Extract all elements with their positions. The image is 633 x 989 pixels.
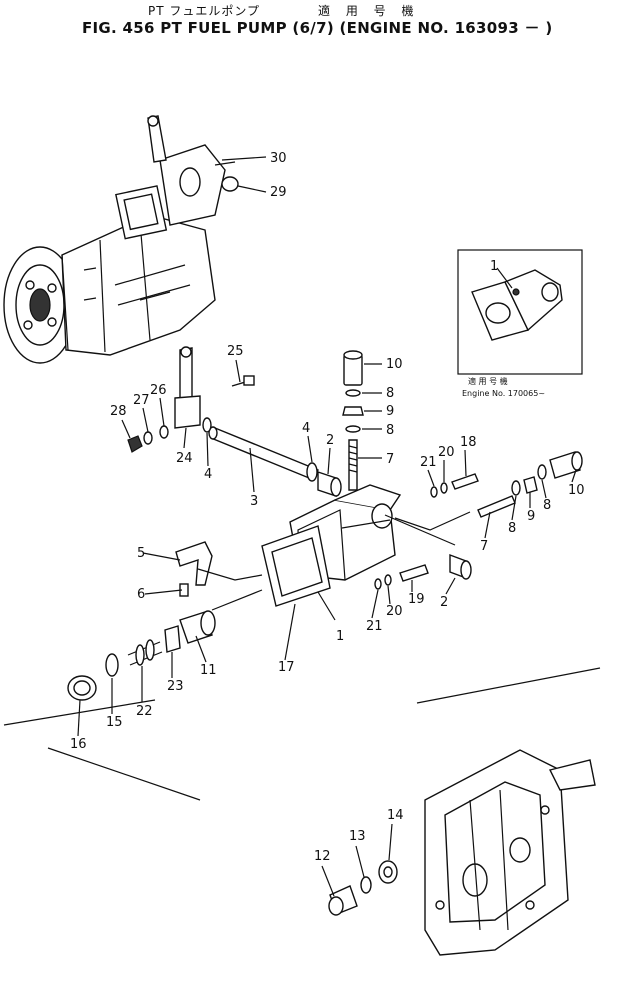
callout-7-right: 7 — [480, 539, 488, 554]
callout-21-top: 21 — [420, 455, 437, 470]
callout-11: 11 — [200, 663, 217, 678]
callout-19: 19 — [408, 592, 425, 607]
callout-22: 22 — [136, 704, 153, 719]
callout-12: 12 — [314, 849, 331, 864]
callout-14: 14 — [387, 808, 404, 823]
callout-27: 27 — [133, 393, 150, 408]
callout-20-top: 20 — [438, 445, 455, 460]
callout-16: 16 — [70, 737, 87, 752]
callout-7-top: 7 — [386, 452, 394, 467]
callout-4-right: 4 — [302, 421, 310, 436]
figure-title: FIG. 456 PT FUEL PUMP (6/7) (ENGINE NO. … — [82, 19, 553, 37]
inset-box: 1 適 用 号 機 Engine No. 170065~ — [457, 249, 583, 398]
callout-8-b: 8 — [386, 423, 394, 438]
callout-23: 23 — [167, 679, 184, 694]
title-japanese-applicable: 適 用 号 機 — [318, 4, 420, 18]
callout-18: 18 — [460, 435, 477, 450]
inset-label-en: Engine No. 170065~ — [462, 389, 545, 398]
callout-26: 26 — [150, 383, 167, 398]
callout-21-bottom: 21 — [366, 619, 383, 634]
callout-9-right: 9 — [527, 509, 535, 524]
pump-assembly-illustration — [3, 115, 239, 364]
callout-24: 24 — [176, 451, 193, 466]
callout-29: 29 — [270, 185, 287, 200]
callout-20-bottom: 20 — [386, 604, 403, 619]
inset-label-jp: 適 用 号 機 — [468, 376, 508, 386]
callout-9-top: 9 — [386, 404, 394, 419]
callouts: 30 29 25 26 27 28 24 4 3 4 2 10 8 9 8 7 … — [70, 151, 585, 897]
callout-6: 6 — [137, 587, 145, 602]
callout-28: 28 — [110, 404, 127, 419]
housing-illustration — [3, 667, 601, 956]
callout-8-d: 8 — [508, 521, 516, 536]
callout-8-c: 8 — [543, 498, 551, 513]
callout-3: 3 — [250, 494, 258, 509]
callout-10-right: 10 — [568, 483, 585, 498]
callout-2-bottom: 2 — [440, 595, 448, 610]
callout-2-top: 2 — [326, 433, 334, 448]
callout-1: 1 — [336, 629, 344, 644]
callout-10-top: 10 — [386, 357, 403, 372]
callout-15: 15 — [106, 715, 123, 730]
callout-5: 5 — [137, 546, 145, 561]
callout-8-a: 8 — [386, 386, 394, 401]
callout-25: 25 — [227, 344, 244, 359]
callout-30: 30 — [270, 151, 287, 166]
inset-callout-1: 1 — [490, 259, 498, 274]
callout-17: 17 — [278, 660, 295, 675]
exploded-view — [67, 346, 583, 701]
callout-4-left: 4 — [204, 467, 212, 482]
callout-13: 13 — [349, 829, 366, 844]
title-japanese: PT フュエルポンプ — [148, 4, 261, 18]
